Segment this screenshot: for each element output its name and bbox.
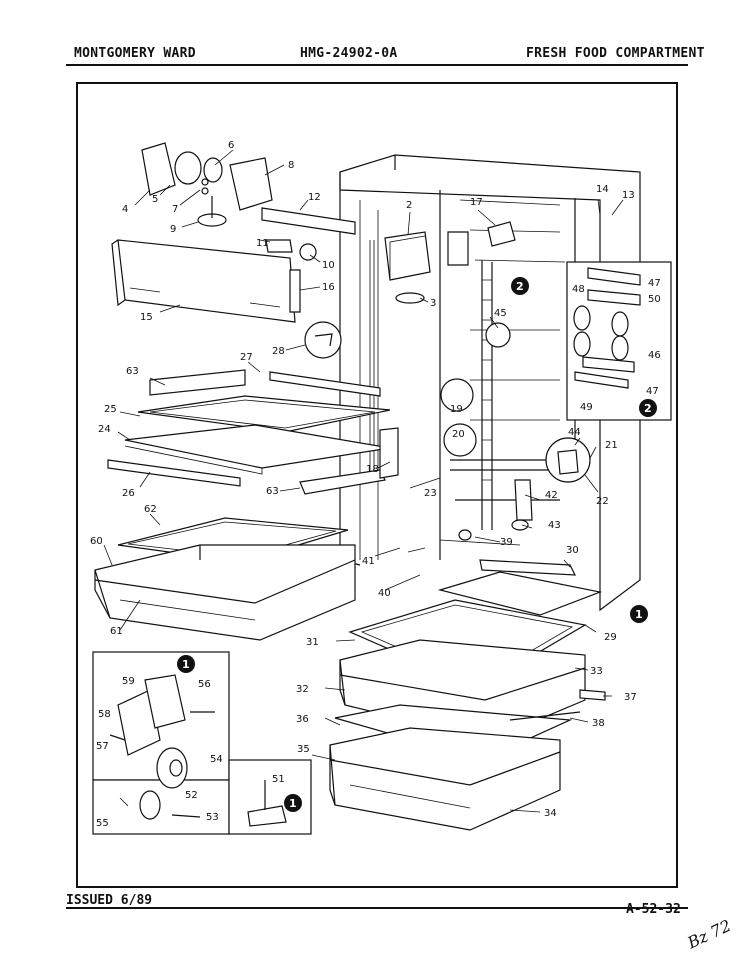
part-label-44: 44	[568, 427, 581, 438]
part-label-54: 54	[210, 754, 223, 765]
part-label-25: 25	[104, 404, 117, 415]
part-label-50: 50	[648, 294, 661, 305]
callout-1-label: 1	[182, 658, 190, 671]
part-label-61: 61	[110, 626, 123, 637]
footer-rule	[66, 907, 688, 909]
part-label-63b: 63	[266, 486, 279, 497]
part-label-58: 58	[98, 709, 111, 720]
part-label-52: 52	[185, 790, 198, 801]
part-label-4: 4	[122, 204, 128, 215]
leader-lines	[103, 149, 624, 813]
part-label-17: 17	[470, 197, 483, 208]
part-label-47b: 47	[646, 386, 659, 397]
part-label-29: 29	[604, 632, 617, 643]
control-panel-drawing	[111, 207, 356, 323]
part-label-47: 47	[648, 278, 661, 289]
part-label-60: 60	[90, 536, 103, 547]
part-label-14: 14	[596, 184, 609, 195]
part-label-10: 10	[322, 260, 335, 271]
right-crisper-drawing	[329, 559, 606, 831]
callout-2-markers: 2 2	[511, 277, 657, 417]
part-label-59: 59	[122, 676, 135, 687]
part-label-18: 18	[366, 464, 379, 475]
part-label-21: 21	[605, 440, 618, 451]
part-label-41: 41	[362, 556, 375, 567]
part-label-43: 43	[548, 520, 561, 531]
part-label-11: 11	[256, 238, 269, 249]
part-label-13: 13	[622, 190, 635, 201]
part-label-30: 30	[566, 545, 579, 556]
part-label-20: 20	[452, 429, 465, 440]
part-label-33: 33	[590, 666, 603, 677]
part-label-23: 23	[424, 488, 437, 499]
part-label-12: 12	[308, 192, 321, 203]
part-label-24: 24	[98, 424, 111, 435]
callout-2-label-b: 2	[644, 402, 652, 415]
shelves-drawing	[107, 369, 399, 495]
header-rule	[66, 64, 688, 66]
part-label-48: 48	[572, 284, 585, 295]
part-label-57: 57	[96, 741, 109, 752]
part-label-22: 22	[596, 496, 609, 507]
part-label-34: 34	[544, 808, 557, 819]
part-number-labels: 2 3 4 5 6 7 8 9 10 11 12 13 14 15 16 17 …	[90, 140, 661, 829]
part-label-3: 3	[430, 298, 436, 309]
part-label-42: 42	[545, 490, 558, 501]
left-crisper-drawing	[94, 517, 356, 641]
part-label-31: 31	[306, 637, 319, 648]
insets-drawing	[92, 261, 672, 835]
part-label-63: 63	[126, 366, 139, 377]
part-label-62: 62	[144, 504, 157, 515]
cabinet-drawing	[339, 154, 641, 612]
part-label-19: 19	[450, 404, 463, 415]
diagram-frame	[76, 82, 678, 888]
page-code: A-52-32	[626, 902, 681, 917]
callout-1-label-c: 1	[635, 608, 643, 621]
part-label-8: 8	[288, 160, 294, 171]
part-label-7: 7	[172, 204, 178, 215]
part-label-39: 39	[500, 537, 513, 548]
part-label-5: 5	[152, 194, 158, 205]
section-title: FRESH FOOD COMPARTMENT	[526, 46, 705, 61]
brand-title: MONTGOMERY WARD	[74, 46, 196, 61]
part-label-9: 9	[170, 224, 176, 235]
part-label-38: 38	[592, 718, 605, 729]
part-label-45: 45	[494, 308, 507, 319]
part-label-16: 16	[322, 282, 335, 293]
part-label-55: 55	[96, 818, 109, 829]
model-number: HMG-24902-0A	[300, 46, 398, 61]
part-label-40: 40	[378, 588, 391, 599]
issued-date: ISSUED 6/89	[66, 893, 153, 908]
callout-2-label: 2	[516, 280, 524, 293]
part-label-15: 15	[140, 312, 153, 323]
part-label-49: 49	[580, 402, 593, 413]
part-label-27: 27	[240, 352, 253, 363]
part-label-51: 51	[272, 774, 285, 785]
part-label-26: 26	[122, 488, 135, 499]
part-label-35: 35	[297, 744, 310, 755]
part-label-37: 37	[624, 692, 637, 703]
part-label-56: 56	[198, 679, 211, 690]
part-label-46: 46	[648, 350, 661, 361]
thermostat-assembly	[141, 142, 273, 227]
part-label-2: 2	[406, 200, 412, 211]
callout-1-label-b: 1	[289, 797, 297, 810]
part-label-28: 28	[272, 346, 285, 357]
part-label-53: 53	[206, 812, 219, 823]
handwritten-initials: Bz 72	[684, 916, 734, 953]
part-label-6: 6	[228, 140, 234, 151]
part-label-32: 32	[296, 684, 309, 695]
callout-1-markers: 1 1 1	[177, 605, 648, 812]
part-label-36: 36	[296, 714, 309, 725]
